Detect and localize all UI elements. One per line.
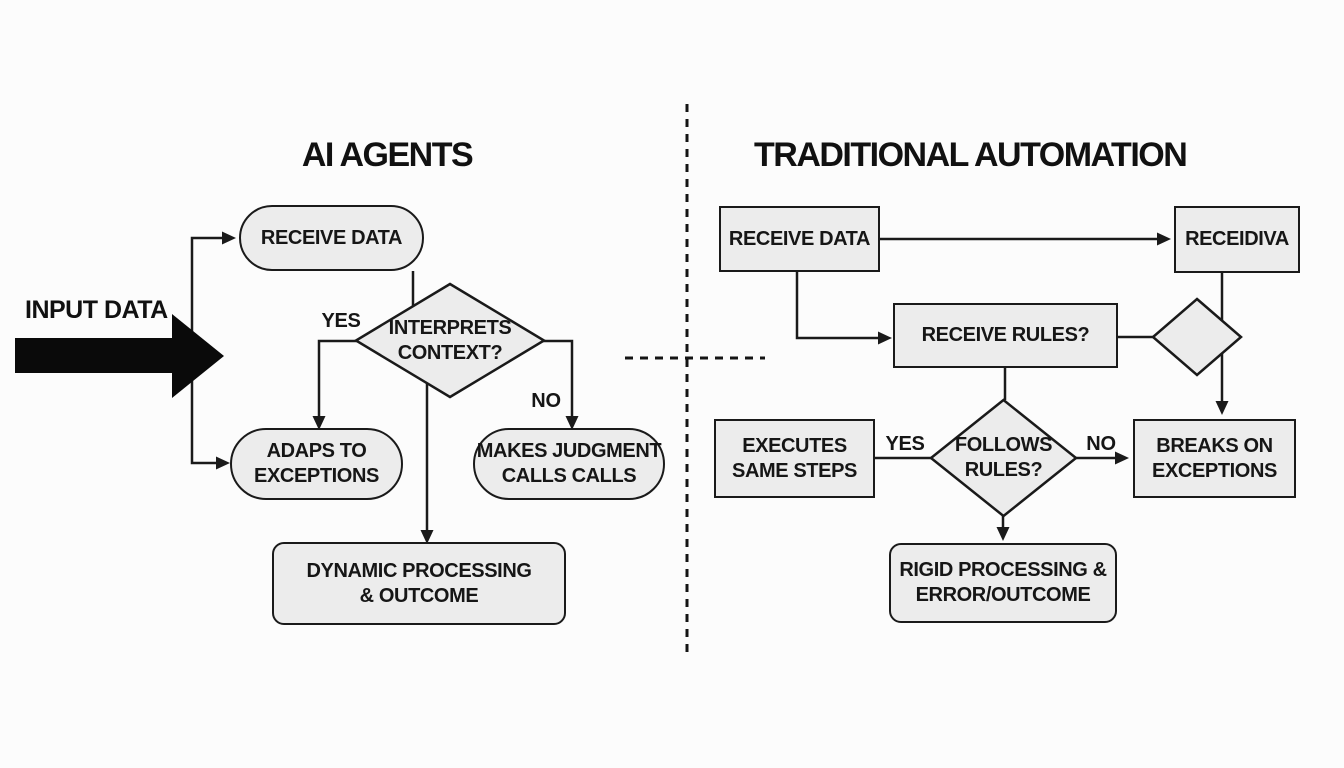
- node-receive-data-right: RECEIVE DATA: [719, 206, 880, 272]
- node-receidiva-label: RECEIDIVA: [1185, 228, 1289, 250]
- arrowhead-into-breaks-side: [1115, 451, 1129, 465]
- node-follows-rules: FOLLOWS RULES?: [928, 398, 1079, 518]
- node-rigid-outcome: RIGID PROCESSING & ERROR/OUTCOME: [889, 543, 1117, 623]
- node-breaks-exceptions: BREAKS ON EXCEPTIONS: [1133, 419, 1296, 498]
- no-label-right: NO: [1086, 433, 1116, 455]
- diamond-shape: [928, 398, 1079, 518]
- node-receive-rules-label: RECEIVE RULES?: [921, 324, 1090, 346]
- node-judgment-calls-label: MAKES JUDGMENT CALLS CALLS: [476, 440, 662, 487]
- right-title: TRADITIONAL AUTOMATION: [754, 136, 1188, 174]
- node-dynamic-outcome: DYNAMIC PROCESSING & OUTCOME: [272, 542, 566, 625]
- connector-no-branch-left: [542, 339, 574, 418]
- node-executes-same-steps: EXECUTES SAME STEPS: [714, 419, 875, 498]
- node-interprets-context: INTERPRETS CONTEXT?: [353, 282, 547, 399]
- diamond-shape: [1151, 297, 1243, 377]
- connector-receive-to-rules: [795, 272, 880, 340]
- arrowhead-into-rules: [878, 331, 892, 345]
- arrowhead-into-outcome-left: [420, 530, 434, 544]
- node-breaks-exceptions-label: BREAKS ON EXCEPTIONS: [1152, 434, 1277, 482]
- arrowhead-into-breaks-top: [1215, 401, 1229, 415]
- node-receive-data-right-label: RECEIVE DATA: [728, 227, 871, 250]
- yes-label-right: YES: [885, 433, 925, 455]
- node-receive-rules: RECEIVE RULES?: [893, 303, 1118, 368]
- node-receive-data-left: RECEIVE DATA: [239, 205, 424, 271]
- arrowhead-into-adapts-top: [312, 416, 326, 430]
- arrowhead-into-receidiva: [1157, 232, 1171, 246]
- node-interprets-context-label: INTERPRETS CONTEXT?: [388, 316, 512, 364]
- yes-label-left: YES: [321, 310, 361, 332]
- node-adapts-exceptions: ADAPS TO EXCEPTIONS: [230, 428, 403, 500]
- arrowhead-into-outcome-right: [996, 527, 1010, 541]
- node-receive-data-left-label: RECEIVE DATA: [260, 226, 403, 249]
- diamond-shape: [353, 282, 547, 399]
- node-rigid-outcome-label: RIGID PROCESSING & ERROR/OUTCOME: [899, 559, 1107, 606]
- no-label-left: NO: [531, 390, 561, 412]
- node-receidiva: RECEIDIVA: [1174, 206, 1300, 273]
- left-title: AI AGENTS: [301, 136, 474, 174]
- node-judgment-calls: MAKES JUDGMENT CALLS CALLS: [473, 428, 665, 500]
- node-executes-same-steps-label: EXECUTES SAME STEPS: [732, 434, 857, 482]
- arrowhead-into-adapts-side: [216, 456, 230, 470]
- input-arrow-icon: [15, 314, 224, 398]
- node-adapts-exceptions-label: ADAPS TO EXCEPTIONS: [254, 440, 379, 487]
- input-data-label: INPUT DATA: [25, 296, 168, 324]
- node-dynamic-outcome-label: DYNAMIC PROCESSING & OUTCOME: [306, 559, 532, 607]
- node-small-decision-diamond: [1151, 297, 1243, 377]
- arrowhead-into-judgment: [565, 416, 579, 430]
- node-follows-rules-label: FOLLOWS RULES?: [954, 434, 1053, 481]
- arrowhead-into-receive-left: [222, 231, 236, 245]
- connector-yes-branch-left: [317, 339, 358, 418]
